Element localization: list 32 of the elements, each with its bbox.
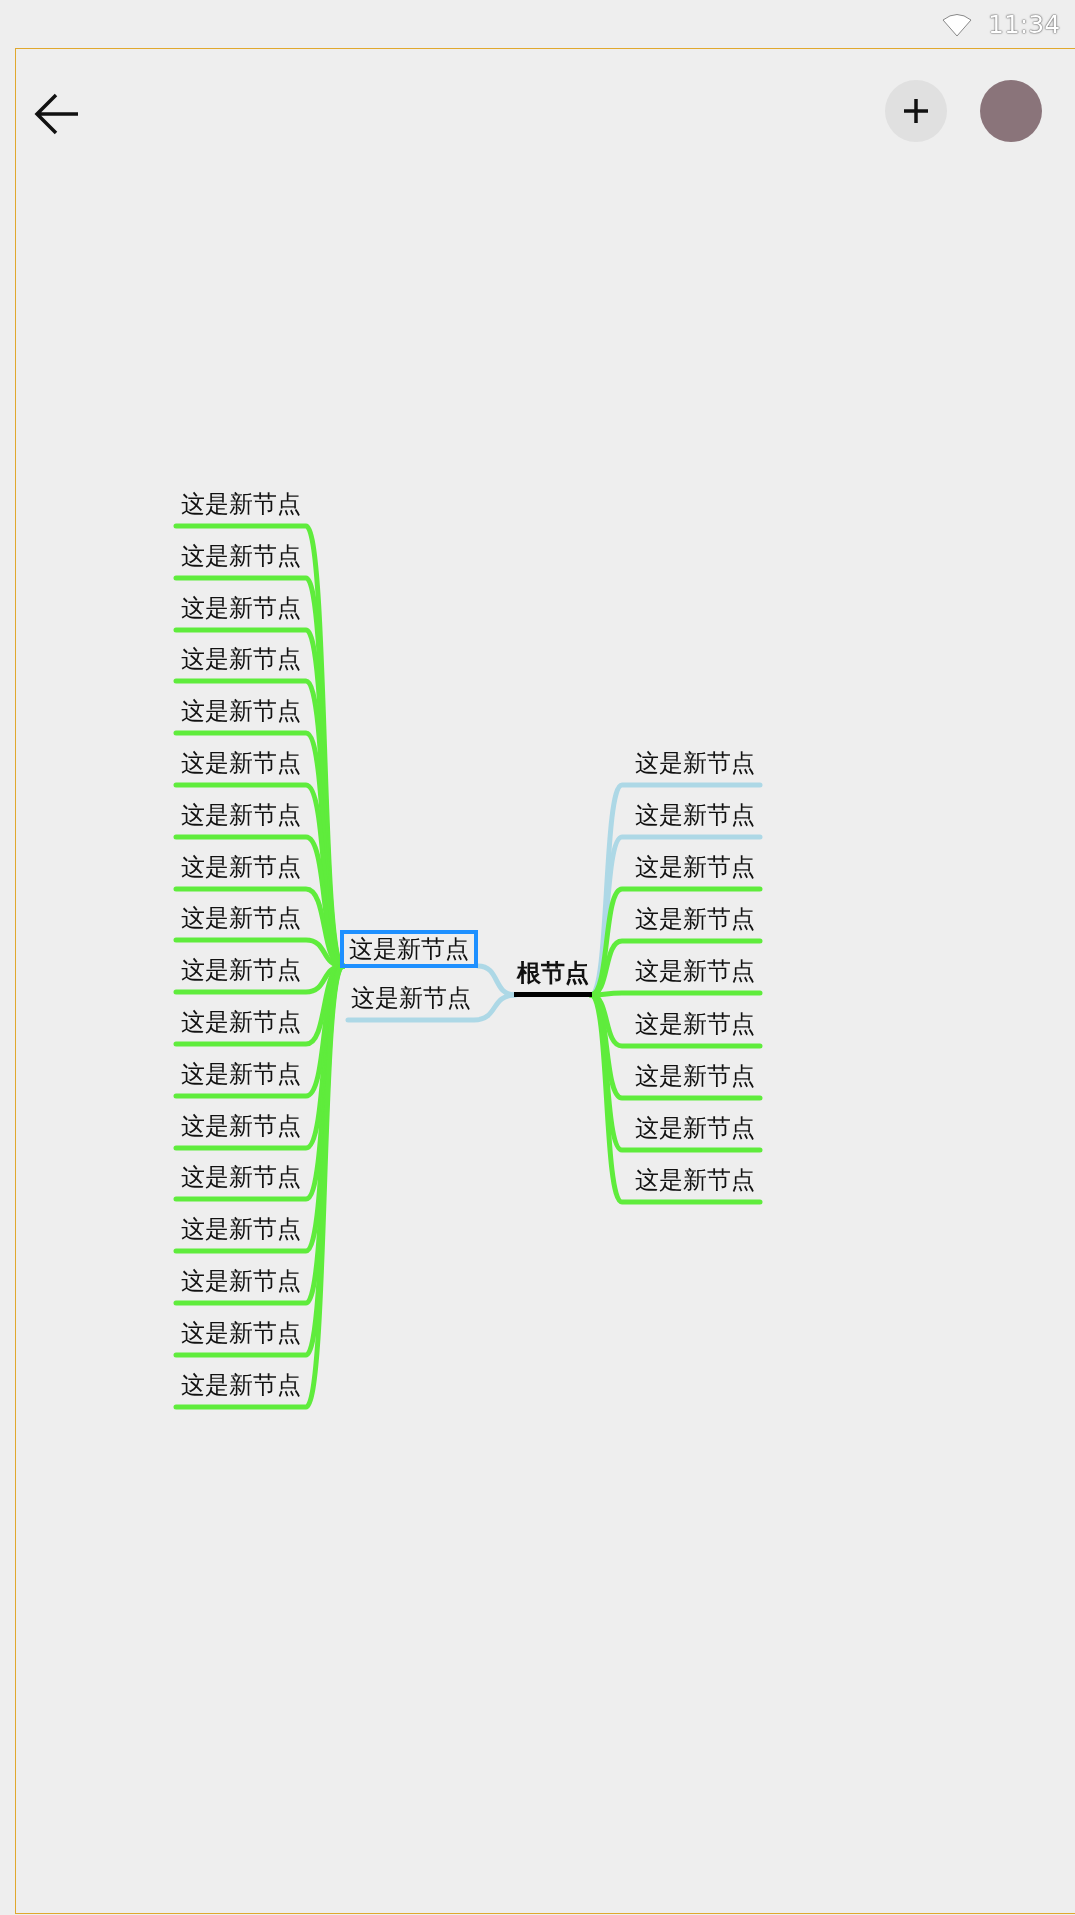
- status-time: 11:34: [988, 10, 1061, 40]
- node-label: 这是新节点: [176, 1263, 306, 1299]
- node-label: 这是新节点: [348, 980, 474, 1016]
- node-label: 这是新节点: [176, 1367, 306, 1403]
- node-label: 这是新节点: [630, 1162, 760, 1198]
- node-label: 这是新节点: [176, 641, 306, 677]
- node-label: 这是新节点: [176, 745, 306, 781]
- node-label: 这是新节点: [630, 745, 760, 781]
- node-label: 这是新节点: [630, 1006, 760, 1042]
- node-label: 这是新节点: [176, 1159, 306, 1195]
- node-label: 这是新节点: [176, 1056, 306, 1092]
- node-label: 这是新节点: [176, 900, 306, 936]
- node-label: 这是新节点: [630, 797, 760, 833]
- node-label: 这是新节点: [630, 849, 760, 885]
- node-label: 这是新节点: [630, 1110, 760, 1146]
- selected-node-box: 这是新节点: [340, 930, 478, 968]
- node-label: 这是新节点: [176, 952, 306, 988]
- node-label: 这是新节点: [176, 849, 306, 885]
- node-label: 这是新节点: [176, 1004, 306, 1040]
- node-label: 这是新节点: [176, 797, 306, 833]
- node-label: 这是新节点: [176, 693, 306, 729]
- root-node: 根节点: [514, 955, 592, 997]
- node-label: 这是新节点: [176, 590, 306, 626]
- node-label: 这是新节点: [630, 901, 760, 937]
- node-label: 这是新节点: [176, 538, 306, 574]
- branch-line: [345, 992, 518, 1023]
- node-label: 这是新节点: [630, 953, 760, 989]
- node-label: 这是新节点: [176, 1211, 306, 1247]
- node-label: 这是新节点: [176, 486, 306, 522]
- node-label: 这是新节点: [176, 1315, 306, 1351]
- node-label: 这是新节点: [176, 1108, 306, 1144]
- node-label: 这是新节点: [630, 1058, 760, 1094]
